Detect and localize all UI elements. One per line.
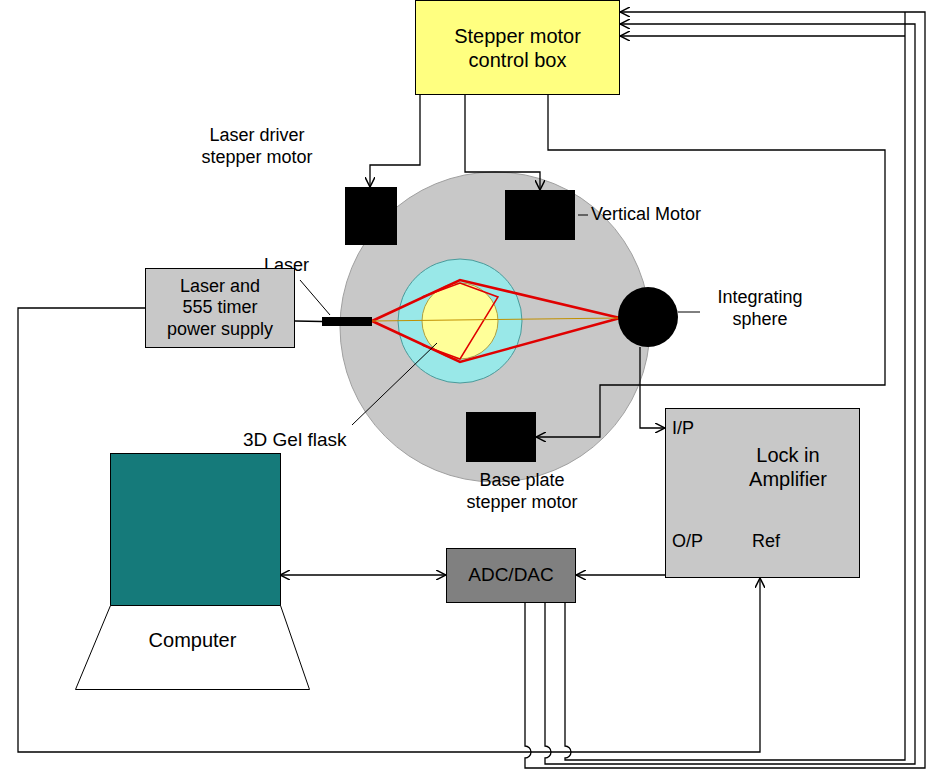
signal-wire — [370, 95, 420, 187]
laser-diode: Laser — [322, 317, 372, 326]
amplifier-label: Lock in Amplifier — [724, 443, 852, 491]
signal-wire — [465, 95, 540, 190]
stepper-motor: Base plate stepper motor — [466, 412, 536, 462]
leader-line — [678, 312, 700, 313]
leader-line — [300, 280, 330, 315]
laser-beam — [372, 280, 620, 362]
leader-line — [352, 343, 437, 425]
part-label: 3D Gel flask — [243, 429, 346, 452]
motor-label: Base plate stepper motor — [460, 470, 584, 513]
control-box: Stepper motor control box — [415, 0, 620, 95]
computer-label: Computer — [75, 628, 310, 652]
signal-wire — [565, 12, 905, 760]
computer-icon — [75, 453, 310, 690]
control-box-label: Stepper motor control box — [443, 24, 593, 72]
integrating-sphere: Integrating sphere — [618, 287, 678, 347]
pin-label: O/P — [672, 531, 722, 553]
computer-screen — [111, 454, 281, 606]
signal-wire — [525, 12, 925, 768]
adc-label: ADC/DAC — [468, 564, 554, 587]
signal-wire — [545, 24, 915, 764]
power-supply-box: Laser and 555 timer power supply — [145, 268, 295, 348]
adc-dac-box: ADC/DAC — [446, 548, 576, 603]
stepper-motor: Vertical Motor — [505, 190, 575, 240]
power-supply-label: Laser and 555 timer power supply — [164, 276, 276, 341]
stepper-motor: Laser driver stepper motor — [345, 187, 397, 245]
signal-wire — [536, 95, 885, 437]
lock-in-amplifier-box: Lock in AmplifierI/P O/P Ref — [665, 408, 860, 578]
signal-wire — [18, 308, 760, 752]
gel-flask-inner — [422, 283, 498, 359]
signal-wire — [576, 574, 665, 575]
beam-ray — [372, 318, 620, 362]
computer-keyboard-base — [76, 606, 310, 690]
signal-wire — [295, 320, 322, 322]
leader-line — [578, 215, 588, 216]
motor-label: Vertical Motor — [591, 204, 721, 226]
pin-label: Ref — [752, 531, 802, 553]
signal-wire — [280, 574, 446, 575]
sphere-label: Integrating sphere — [704, 287, 816, 330]
beam-axis — [372, 318, 620, 321]
signal-wire — [640, 347, 665, 428]
motor-label: Laser driver stepper motor — [195, 125, 319, 168]
computer: Computer — [75, 453, 310, 690]
beam-ray — [422, 283, 498, 359]
pin-label: I/P — [672, 418, 722, 440]
gel-flask-outer — [398, 259, 522, 383]
